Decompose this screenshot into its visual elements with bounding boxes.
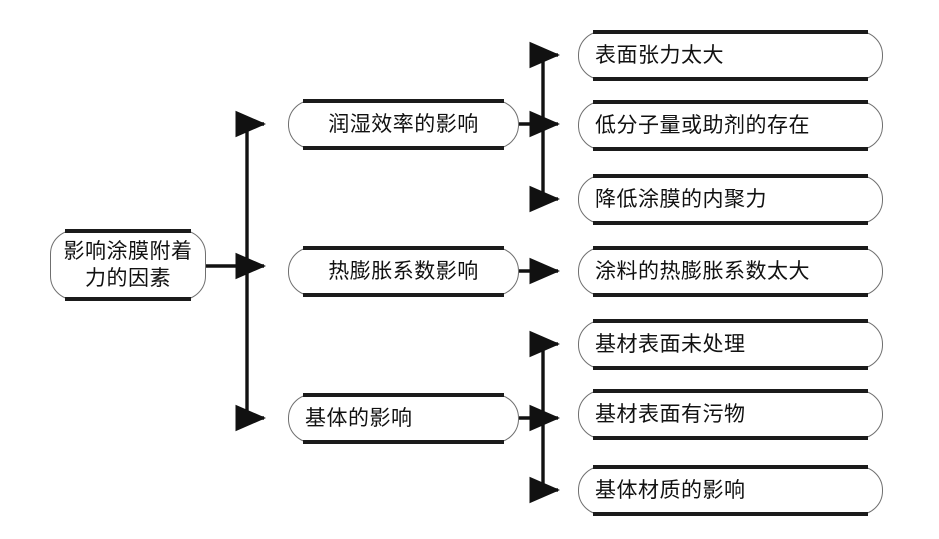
node-leaf-3-3[interactable]: 基体材质的影响 <box>578 465 883 516</box>
node-leaf-1-3-label: 降低涂膜的内聚力 <box>595 186 767 211</box>
node-leaf-2-1[interactable]: 涂料的热膨胀系数太大 <box>578 246 883 297</box>
node-branch-2[interactable]: 热膨胀系数影响 <box>288 246 519 297</box>
edge-root-to-branches <box>206 110 267 432</box>
node-leaf-2-1-label: 涂料的热膨胀系数太大 <box>595 258 810 283</box>
node-leaf-3-2-label: 基材表面有污物 <box>595 401 746 426</box>
node-branch-1-label: 润湿效率的影响 <box>328 111 479 136</box>
node-leaf-3-3-label: 基体材质的影响 <box>595 477 746 502</box>
node-leaf-1-1[interactable]: 表面张力太大 <box>578 30 883 81</box>
node-branch-3[interactable]: 基体的影响 <box>288 393 519 444</box>
edge-branch1-to-leaves <box>519 41 561 213</box>
node-leaf-3-1[interactable]: 基材表面未处理 <box>578 319 883 370</box>
node-leaf-1-1-label: 表面张力太大 <box>595 42 724 67</box>
node-branch-1[interactable]: 润湿效率的影响 <box>288 99 519 150</box>
node-root[interactable]: 影响涂膜附着 力的因素 <box>50 229 206 301</box>
node-leaf-1-3[interactable]: 降低涂膜的内聚力 <box>578 174 883 225</box>
edge-branch3-to-leaves <box>519 330 561 504</box>
node-leaf-3-1-label: 基材表面未处理 <box>595 331 746 356</box>
node-branch-3-label: 基体的影响 <box>305 405 413 430</box>
node-branch-2-label: 热膨胀系数影响 <box>328 258 479 283</box>
node-leaf-3-2[interactable]: 基材表面有污物 <box>578 389 883 440</box>
node-root-label: 影响涂膜附着 力的因素 <box>63 238 193 290</box>
node-leaf-1-2[interactable]: 低分子量或助剂的存在 <box>578 100 883 151</box>
node-leaf-1-2-label: 低分子量或助剂的存在 <box>595 112 810 137</box>
